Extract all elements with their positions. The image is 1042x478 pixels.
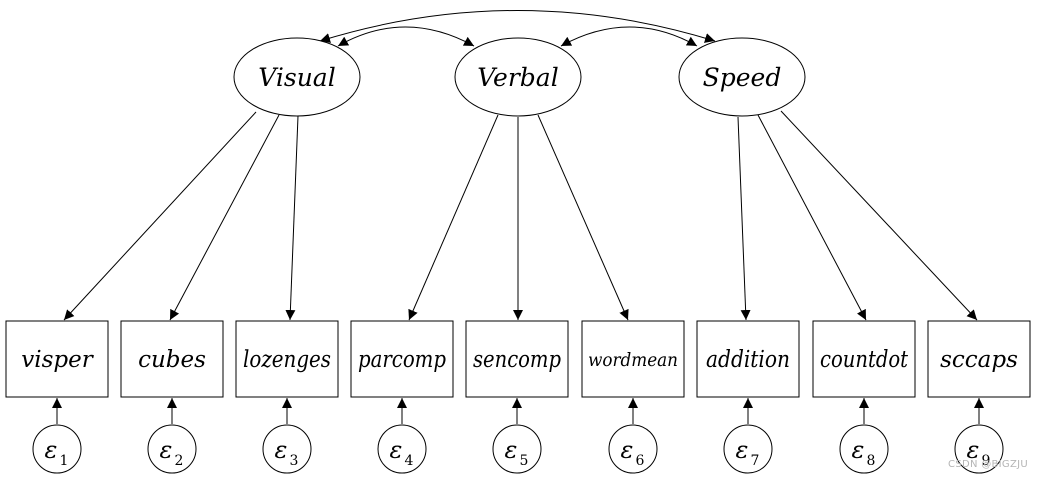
error-term-5-subscript: 5 — [520, 453, 529, 469]
error-term-6-circle — [608, 424, 658, 474]
covariance-arcs — [319, 10, 716, 47]
error-term-9-label: ε — [967, 436, 980, 464]
latent-speed: Speed — [678, 37, 806, 117]
indicator-visper: visper — [5, 320, 109, 398]
error-term-3-label: ε — [275, 436, 288, 464]
latent-speed-ellipse — [678, 37, 806, 117]
indicator-countdot-box — [812, 320, 916, 398]
error-term-6-label: ε — [621, 436, 634, 464]
indicator-wordmean-box — [581, 320, 685, 398]
indicator-wordmean-label: wordmean — [588, 349, 678, 371]
error-term-2-label: ε — [160, 436, 173, 464]
latent-verbal-ellipse — [454, 37, 582, 117]
error-term-1: ε 1 — [32, 424, 82, 474]
error-term-2-circle — [147, 424, 197, 474]
latent-verbal: Verbal — [454, 37, 582, 117]
loading-visual-cubes — [169, 114, 280, 321]
indicator-lozenges-label: lozenges — [243, 347, 331, 373]
indicator-lozenges-box — [235, 320, 339, 398]
indicator-visper-box — [5, 320, 109, 398]
error-term-7-subscript: 7 — [751, 453, 760, 469]
watermark: CSDN @BIGZJU — [948, 459, 1028, 470]
loading-speed-countdot — [757, 114, 867, 321]
indicator-cubes-box — [120, 320, 224, 398]
latent-visual-label: Visual — [258, 63, 335, 92]
indicator-sccaps-box — [927, 320, 1031, 398]
indicator-countdot-label: countdot — [820, 347, 909, 373]
error-term-4-circle — [377, 424, 427, 474]
loading-verbal-wordmean — [537, 114, 629, 321]
loading-arrows — [63, 110, 978, 321]
error-term-8-label: ε — [852, 436, 865, 464]
indicator-addition-label: addition — [706, 347, 790, 373]
indicator-sccaps: sccaps — [927, 320, 1031, 398]
error-term-1-label: ε — [45, 436, 58, 464]
error-term-3: ε 3 — [262, 424, 312, 474]
error-term-5-circle — [492, 424, 542, 474]
error-term-7-label: ε — [736, 436, 749, 464]
error-term-1-circle — [32, 424, 82, 474]
indicator-parcomp-label: parcomp — [358, 347, 446, 373]
loading-verbal-parcomp — [408, 114, 499, 321]
error-term-6: ε 6 — [608, 424, 658, 474]
indicator-addition: addition — [696, 320, 800, 398]
latent-visual-ellipse — [233, 37, 361, 117]
error-term-1-subscript: 1 — [60, 453, 69, 469]
loading-visual-lozenges — [285, 115, 299, 321]
indicator-parcomp: parcomp — [350, 320, 454, 398]
error-term-9: ε 9 — [954, 424, 1004, 474]
indicator-sccaps-label: sccaps — [940, 347, 1018, 373]
indicator-visper-label: visper — [21, 347, 94, 373]
indicator-sencomp-label: sencomp — [473, 347, 561, 373]
indicator-sencomp-box — [465, 320, 569, 398]
latent-visual: Visual — [233, 37, 361, 117]
indicator-lozenges: lozenges — [235, 320, 339, 398]
error-term-2: ε 2 — [147, 424, 197, 474]
error-term-8-circle — [839, 424, 889, 474]
error-term-4-label: ε — [390, 436, 403, 464]
indicator-wordmean: wordmean — [581, 320, 685, 398]
error-term-2-subscript: 2 — [175, 453, 184, 469]
indicator-addition-box — [696, 320, 800, 398]
error-term-3-subscript: 3 — [290, 453, 299, 469]
error-term-6-subscript: 6 — [636, 453, 645, 469]
loading-speed-addition — [737, 116, 751, 321]
loading-visual-visper — [63, 111, 257, 321]
covariance-visual-speed — [319, 10, 716, 43]
error-term-9-circle — [954, 424, 1004, 474]
latent-verbal-label: Verbal — [477, 63, 558, 92]
latent-speed-label: Speed — [703, 63, 782, 92]
error-term-8-subscript: 8 — [867, 453, 876, 469]
error-term-4: ε 4 — [377, 424, 427, 474]
error-term-7: ε 7 — [723, 424, 773, 474]
error-term-7-circle — [723, 424, 773, 474]
error-arrows — [52, 398, 984, 424]
loading-speed-sccaps — [780, 110, 978, 321]
indicator-parcomp-box — [350, 320, 454, 398]
error-term-5-label: ε — [505, 436, 518, 464]
error-term-5: ε 5 — [492, 424, 542, 474]
indicator-cubes-label: cubes — [138, 347, 206, 373]
error-term-8: ε 8 — [839, 424, 889, 474]
error-term-9-subscript: 9 — [982, 453, 991, 469]
error-term-3-circle — [262, 424, 312, 474]
indicator-cubes: cubes — [120, 320, 224, 398]
error-term-4-subscript: 4 — [405, 453, 414, 469]
indicator-sencomp: sencomp — [465, 320, 569, 398]
indicator-countdot: countdot — [812, 320, 916, 398]
